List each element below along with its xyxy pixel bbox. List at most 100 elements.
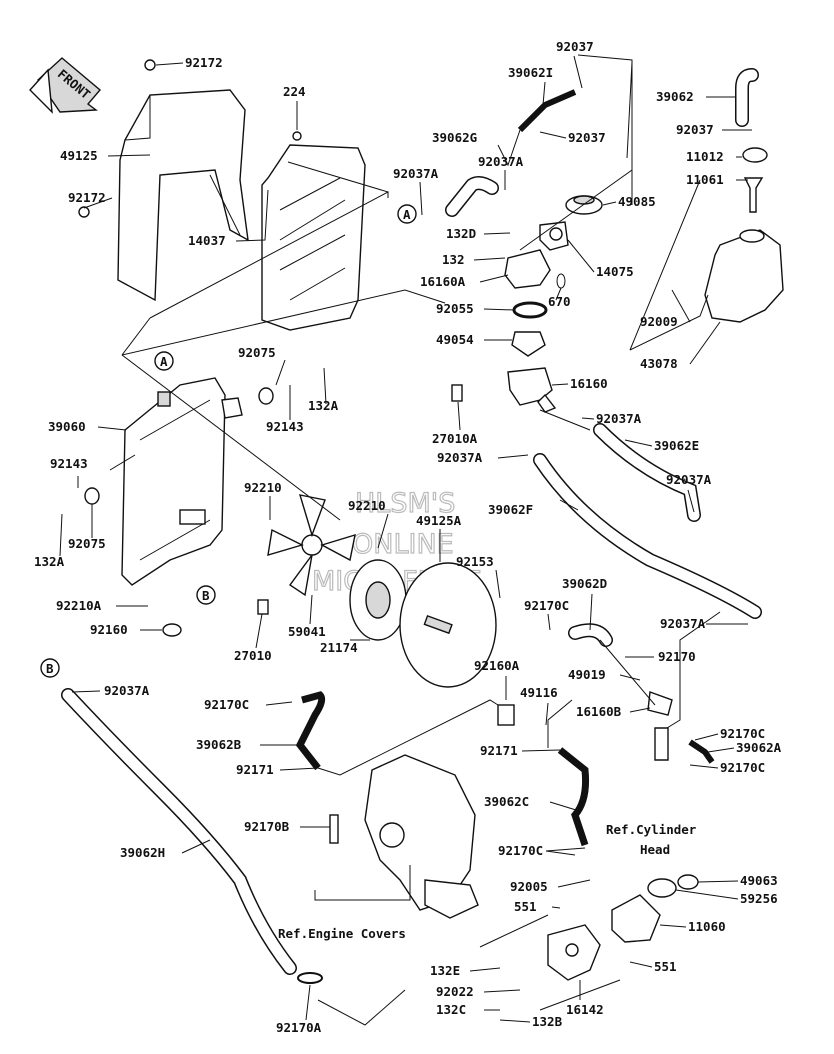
part-label: 27010 (234, 648, 272, 663)
part-label: 132A (34, 554, 65, 569)
fan-shroud-49125A (399, 562, 497, 688)
part-label: 92037A (104, 683, 150, 698)
label-leaders (59, 55, 752, 1023)
callout-A-top: A (397, 204, 417, 224)
callout-B-radiator: B (196, 585, 216, 605)
cushion-92160A (497, 704, 515, 726)
water-pump-16142 (547, 924, 601, 981)
part-label: 92160A (474, 658, 520, 673)
part-labels: 92172 49125 92172 224 14037 92037 39062I… (34, 39, 782, 1035)
part-label: 132E (430, 963, 460, 978)
part-label: 92170C (498, 843, 543, 858)
part-label: 92037A (666, 472, 712, 487)
o-ring-92055 (512, 301, 548, 319)
hose-39062B (295, 691, 326, 771)
part-label: 49063 (740, 873, 778, 888)
part-label: 92055 (436, 301, 474, 316)
part-label: 92037 (556, 39, 594, 54)
part-label: 11060 (688, 919, 726, 934)
part-label: 92210 (348, 498, 386, 513)
watermark-line-1: HLSM'S (355, 488, 455, 519)
clamp-92170A (297, 972, 323, 984)
part-label: 39062I (508, 65, 553, 80)
part-label: 132B (532, 1014, 563, 1029)
gasket-670 (556, 273, 566, 289)
engine-cover (364, 754, 479, 919)
part-label: 92153 (456, 554, 494, 569)
part-label: 39062E (654, 438, 699, 453)
part-label: 92009 (640, 314, 678, 329)
callout-B-hose-text: B (46, 661, 54, 676)
switch-27010 (257, 599, 269, 615)
thermostat-cover-16160A (504, 249, 551, 289)
callout-B-radiator-text: B (202, 588, 210, 603)
part-label: 16160 (570, 376, 608, 391)
part-label: 92143 (50, 456, 88, 471)
hose-39062C (557, 747, 589, 847)
part-label: 39062B (196, 737, 242, 752)
part-label: 39060 (48, 419, 86, 434)
part-label: 92037 (568, 130, 606, 145)
ref-cylinder-head-line2: Head (640, 842, 670, 857)
fitting-ref-cylinder (654, 727, 669, 761)
screw-92172-top (144, 59, 156, 71)
cushion-92160 (162, 623, 182, 637)
part-label: 49125 (60, 148, 98, 163)
front-arrow-icon: FRONT (29, 57, 101, 114)
hose-39062E (593, 423, 701, 522)
part-label: 49054 (436, 332, 474, 347)
part-label: 16160A (420, 274, 466, 289)
part-label: 92170C (204, 697, 249, 712)
part-label: 49019 (568, 667, 606, 682)
part-label: 92037A (596, 411, 642, 426)
part-label: 92170A (276, 1020, 322, 1035)
part-label: 92037A (393, 166, 439, 181)
part-label: 132C (436, 1002, 466, 1017)
part-label: 39062A (736, 740, 782, 755)
part-label: 21174 (320, 640, 358, 655)
part-label: 27010A (432, 431, 478, 446)
reserve-tank-43078 (704, 229, 784, 323)
part-label: 39062F (488, 502, 533, 517)
ref-engine-covers: Ref.Engine Covers (278, 926, 406, 941)
leader-lines (109, 54, 721, 1026)
watermark-line-2: ONLINE (352, 529, 454, 560)
part-label: 59041 (288, 624, 326, 639)
part-label: 551 (514, 899, 537, 914)
part-label: 16160B (576, 704, 622, 719)
radiator-39060 (121, 377, 243, 586)
fan-motor-21174 (349, 559, 407, 641)
pump-cover-11060 (611, 894, 661, 943)
part-label: 92037A (660, 616, 706, 631)
hose-39062H (61, 688, 297, 975)
ref-cylinder-head-line1: Ref.Cylinder (606, 822, 697, 837)
part-label: 43078 (640, 356, 678, 371)
radiator-screen-14037 (261, 131, 366, 331)
part-label: 92210 (244, 480, 282, 495)
radiator-shroud-49125 (117, 89, 249, 302)
tank-tube-11061 (743, 177, 764, 213)
part-label: 14037 (188, 233, 226, 248)
thermostat-49054 (511, 331, 546, 357)
part-label: 92005 (510, 879, 548, 894)
part-label: 92037A (478, 154, 524, 169)
seal-49063 (677, 874, 699, 890)
impeller-59256 (647, 878, 677, 898)
part-label: 92171 (236, 762, 274, 777)
part-label: 14075 (596, 264, 634, 279)
part-label: 551 (654, 959, 677, 974)
part-label: 49116 (520, 685, 558, 700)
part-label: 39062C (484, 794, 529, 809)
part-label: 59256 (740, 891, 778, 906)
thermostat-housing-16160 (507, 367, 557, 413)
part-label: 92170 (658, 649, 696, 664)
screw-92172-left (78, 206, 90, 218)
part-label: 92170C (524, 598, 569, 613)
part-label: 132A (308, 398, 339, 413)
part-label: 39062D (562, 576, 607, 591)
part-label: 92170B (244, 819, 290, 834)
part-label: 132 (442, 252, 465, 267)
part-label: 39062G (432, 130, 477, 145)
callout-A-radiator: A (154, 351, 174, 371)
